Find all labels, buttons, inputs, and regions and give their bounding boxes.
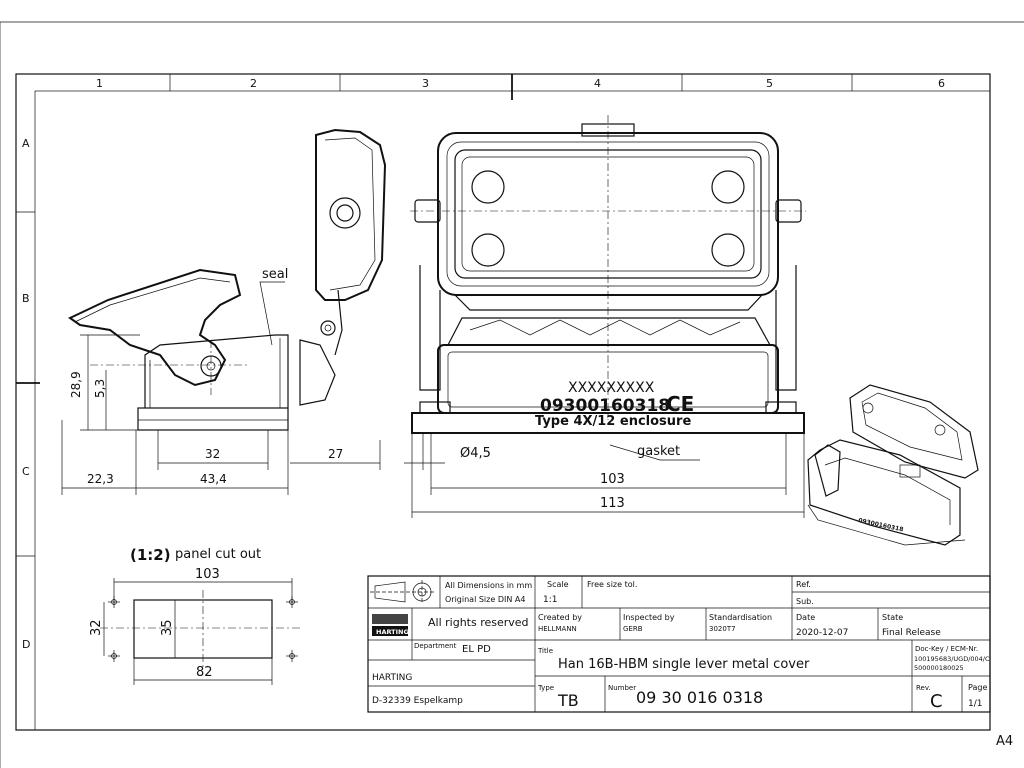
panel-cutout: (1:2) panel cut out 103 32 35 82 xyxy=(89,546,300,685)
marking-number: 09300160318 xyxy=(540,396,670,416)
dim-103: 103 xyxy=(600,472,625,487)
column-dividers xyxy=(16,74,853,557)
col-label-5: 5 xyxy=(766,77,773,90)
isometric-view: 09300160318 xyxy=(807,384,979,546)
svg-text:09300160318: 09300160318 xyxy=(858,517,904,533)
original-size-text: Original Size DIN A4 xyxy=(445,595,525,604)
rev-value: C xyxy=(930,691,943,712)
created-by-label: Created by xyxy=(538,613,582,622)
logo-text: HARTING xyxy=(376,628,409,636)
type-value: TB xyxy=(557,691,579,710)
state-label: State xyxy=(882,613,903,622)
side-view: seal xyxy=(68,128,387,431)
number-label: Number xyxy=(608,684,636,692)
seal-label: seal xyxy=(262,267,288,282)
side-view-dimensions: 28,9 5,3 32 27 22,3 43,4 xyxy=(61,334,381,495)
ce-mark: CE xyxy=(666,392,694,416)
row-label-a: A xyxy=(22,137,30,150)
projection-symbol xyxy=(370,580,436,604)
date-label: Date xyxy=(796,613,815,622)
department-value: EL PD xyxy=(462,644,491,655)
cutout-scale: (1:2) xyxy=(130,546,171,564)
cutout-dim-32: 32 xyxy=(89,619,104,636)
cutout-label: panel cut out xyxy=(175,547,261,562)
doc-key-2: 500000180025 xyxy=(914,664,964,672)
title-value: Han 16B-HBM single lever metal cover xyxy=(558,657,810,672)
col-label-4: 4 xyxy=(594,77,601,90)
state-value: Final Release xyxy=(882,628,941,638)
doc-key-1: 100195683/UGD/004/C xyxy=(914,655,990,663)
dim-22-3: 22,3 xyxy=(87,472,114,486)
date-value: 2020-12-07 xyxy=(796,628,848,638)
free-size-tol: Free size tol. xyxy=(587,580,637,589)
inspected-by-label: Inspected by xyxy=(623,613,675,622)
sheet-size-label: A4 xyxy=(996,734,1013,749)
doc-key-label: Doc-Key / ECM-Nr. xyxy=(915,645,978,653)
dim-5-3: 5,3 xyxy=(93,379,107,398)
standardisation-label: Standardisation xyxy=(709,613,772,622)
dim-27: 27 xyxy=(328,447,343,461)
standardisation-value: 3020T7 xyxy=(709,625,736,633)
front-view: XXXXXXXXX 09300160318 Type 4X/12 enclosu… xyxy=(410,115,806,434)
dim-28-9: 28,9 xyxy=(69,371,83,398)
dim-hole: Ø4,5 xyxy=(460,446,491,461)
inspected-by-value: GERB xyxy=(623,625,643,633)
department-label: Department xyxy=(414,642,457,650)
dim-32: 32 xyxy=(205,447,220,461)
title-block: All Dimensions in mm Original Size DIN A… xyxy=(367,575,991,713)
row-label-d: D xyxy=(22,638,30,651)
row-label-b: B xyxy=(22,292,30,305)
marking-x: XXXXXXXXX xyxy=(568,380,655,396)
cutout-dim-103: 103 xyxy=(195,567,220,582)
dim-43-4: 43,4 xyxy=(200,472,227,486)
scale-value: 1:1 xyxy=(543,595,557,605)
company-address: D-32339 Espelkamp xyxy=(372,696,463,706)
page-value: 1/1 xyxy=(968,699,982,709)
cutout-dim-82: 82 xyxy=(196,665,213,680)
dim-113: 113 xyxy=(600,496,625,511)
harting-logo: HARTING xyxy=(372,614,409,636)
col-label-2: 2 xyxy=(250,77,257,90)
page-label: Page xyxy=(968,683,987,692)
all-rights-text: All rights reserved xyxy=(428,616,529,629)
rev-label: Rev. xyxy=(916,684,931,692)
scale-label: Scale xyxy=(547,580,569,589)
marking-type: Type 4X/12 enclosure xyxy=(535,414,691,429)
col-label-3: 3 xyxy=(422,77,429,90)
company-name: HARTING xyxy=(372,673,412,683)
number-value: 09 30 016 0318 xyxy=(636,688,763,707)
type-label: Type xyxy=(537,684,554,692)
sub-label: Sub. xyxy=(796,597,814,606)
col-label-1: 1 xyxy=(96,77,103,90)
title-label: Title xyxy=(537,647,553,655)
all-dimensions-text: All Dimensions in mm xyxy=(445,581,532,590)
cutout-dim-35: 35 xyxy=(160,619,175,636)
row-label-c: C xyxy=(22,465,30,478)
gasket-label: gasket xyxy=(637,444,680,459)
ref-label: Ref. xyxy=(796,580,811,589)
col-label-6: 6 xyxy=(938,77,945,90)
front-view-dimensions: gasket Ø4,5 103 113 xyxy=(404,433,805,518)
created-by-value: HELLMANN xyxy=(538,625,577,633)
